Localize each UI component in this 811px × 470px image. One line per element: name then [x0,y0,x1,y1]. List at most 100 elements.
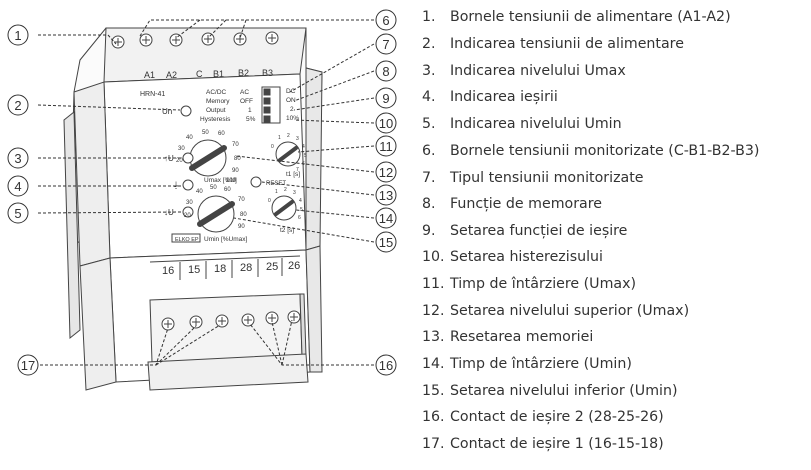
screw-c [169,33,183,47]
t2-tick-5: 5 [300,207,303,213]
legend-item: 16.Contact de ieșire 2 (28-25-26) [422,408,664,426]
setting-right-hysteresis: 10% [286,115,299,122]
umax-dial[interactable]: 40 50 60 70 80 90 100 30 20 [176,130,241,184]
legend-item: 17.Contact de ieșire 1 (16-15-18) [422,435,664,453]
callout-10: 10 [375,112,397,134]
t1-tick-2: 2 [287,133,290,139]
svg-text:16: 16 [379,358,393,373]
setting-left-output: 1 [248,107,252,114]
svg-text:15: 15 [379,235,393,250]
legend-item-number: 13. [422,329,445,345]
leader-5 [37,211,183,214]
t1-label: t1 [s] [286,171,300,178]
terminal-label-b2: B2 [238,68,249,78]
callout-12: 12 [375,161,397,183]
legend-item-number: 10. [422,249,445,265]
leader-17c [155,324,221,366]
callout-4: 4 [7,175,29,197]
umin-tick-70: 70 [238,197,245,203]
callout-13: 13 [375,184,397,206]
t1-dial[interactable]: 1 2 3 4 5 6 7 0 [271,133,307,173]
dip-switch-4[interactable] [263,115,271,123]
callout-8: 8 [375,60,397,82]
callout-5: 5 [7,202,29,224]
umax-tick-20: 20 [176,158,183,164]
brand-box [171,233,201,243]
legend-item-number: 11. [422,276,445,292]
terminal-label-16: 16 [162,265,174,277]
terminal-label-b1: B1 [213,69,224,79]
setting-right-output: 2 [290,106,294,113]
leader-17b [155,325,197,366]
leader-10 [293,119,375,124]
umin-tick-60: 60 [224,187,231,193]
legend-item-text: Indicarea nivelului Umin [450,116,622,132]
legend-item-text: Setarea nivelului inferior (Umin) [450,383,678,399]
svg-text:17: 17 [21,358,35,373]
leader-6a [139,19,374,37]
legend-item-number: 1. [422,9,436,25]
svg-text:12: 12 [379,165,393,180]
legend-item: 6.Bornele tensiunii monitorizate (C-B1-B… [422,142,759,160]
svg-text:14: 14 [379,211,393,226]
legend-item-text: Timp de întârziere (Umin) [450,356,632,372]
leader-11 [297,145,375,153]
svg-text:2: 2 [14,98,21,113]
setting-left-acdc: AC [240,89,249,96]
dip-switch-2[interactable] [263,97,271,105]
legend-item: 10.Setarea histerezisului [422,248,603,266]
leader-2 [37,104,181,111]
leader-6d [239,19,247,39]
umax-tick-90: 90 [232,168,239,174]
svg-text:5: 5 [14,206,21,221]
leader-9 [293,97,375,111]
legend-item-number: 12. [422,303,445,319]
t2-tick-1: 1 [275,189,278,195]
legend-item-number: 17. [422,436,445,452]
reset-button[interactable] [250,176,262,188]
umin-label: Umin [%Umax] [204,236,248,243]
terminal-label-25: 25 [266,261,278,273]
legend-item-text: Bornele tensiunii de alimentare (A1-A2) [450,9,731,25]
legend-item-text: Indicarea tensiunii de alimentare [450,36,684,52]
t2-label: t2 [s] [280,227,294,234]
terminal-label-18: 18 [214,263,226,275]
bottom-terminal-labels: 16 15 18 28 25 26 [162,260,300,277]
umin-dial[interactable]: 40 50 60 70 80 90 30 20 [184,185,247,233]
dip-switch-3[interactable] [263,106,271,114]
terminal-label-a1: A1 [144,70,155,80]
setting-label-hysteresis: Hysteresis [200,116,231,123]
svg-text:13: 13 [379,188,393,203]
model-label: HRN-41 [140,91,165,98]
screw-15 [189,315,203,329]
legend-item-number: 8. [422,196,436,212]
setting-left-hysteresis: 5% [246,116,256,123]
legend-item-text: Resetarea memoriei [450,329,594,345]
top-screw-terminals [111,31,279,49]
top-terminal-labels: A1 A2 C B1 B2 B3 [144,68,273,80]
svg-text:7: 7 [382,37,389,52]
terminal-label-28: 28 [240,262,252,274]
legend-item: 7.Tipul tensiunii monitorizate [422,169,644,187]
legend-item-number: 16. [422,409,445,425]
led-out [182,179,194,191]
legend-item-number: 4. [422,89,436,105]
legend-item-number: 7. [422,170,436,186]
dip-switch-1[interactable] [263,88,271,96]
terminal-label-b3: B3 [262,68,273,78]
t2-dial[interactable]: 1 2 3 4 5 6 0 [268,187,303,221]
terminal-label-a2: A2 [166,70,177,80]
svg-text:1: 1 [14,28,21,43]
legend-item-text: Indicarea nivelului Umax [450,63,626,79]
dip-switches [261,86,281,124]
leader-15 [233,217,375,243]
t2-tick-6: 6 [298,215,301,221]
legend-item: 2.Indicarea tensiunii de alimentare [422,35,684,53]
legend-item: 11.Timp de întârziere (Umax) [422,275,636,293]
leader-16c [281,319,293,366]
callout-9: 9 [375,87,397,109]
leader-8 [293,70,375,102]
umin-tick-40: 40 [196,189,203,195]
t2-tick-4: 4 [299,198,302,204]
callout-14: 14 [375,207,397,229]
